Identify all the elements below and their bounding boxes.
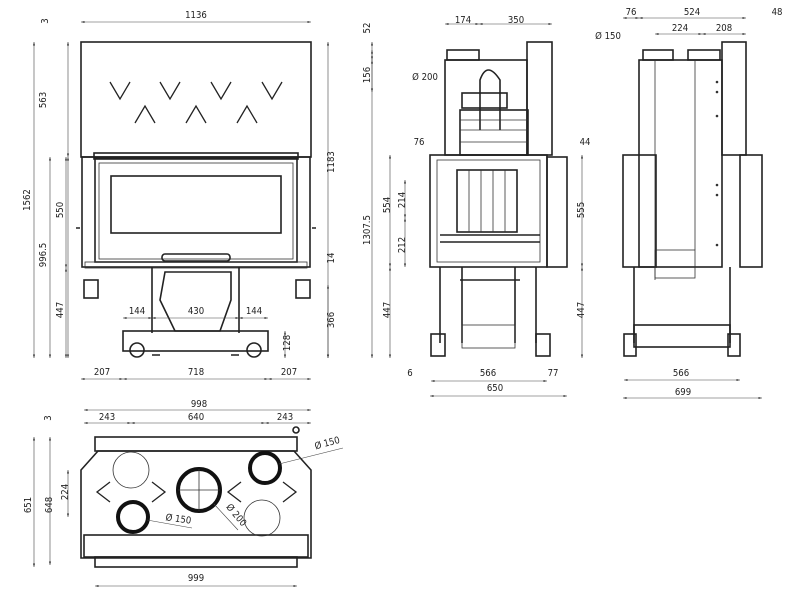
dim-top-depth-inner: 648 <box>44 497 55 513</box>
dim-front-top-gap: 3 <box>40 18 51 23</box>
dim-lower-split: 212 <box>397 237 408 253</box>
dim-side-base: 447 <box>382 302 393 318</box>
dim-front-height: 1562 <box>22 189 33 211</box>
dim-bottom-width: 999 <box>188 573 204 584</box>
dim-top-right: 243 <box>277 412 293 423</box>
dim-front-width: 1136 <box>185 10 207 21</box>
dim-base-left: 144 <box>129 306 145 317</box>
side-view-labels: 52 156 1307.5 554 214 212 447 174 350 Ø … <box>362 15 590 394</box>
front-view <box>76 41 316 358</box>
dim-back-offset: 44 <box>580 137 591 148</box>
dim-right-base: 447 <box>576 302 587 318</box>
dim-door-height: 550 <box>55 202 66 218</box>
dim-base-height: 128 <box>282 335 293 351</box>
top-view <box>80 426 344 568</box>
dim-door-top: 996.5 <box>38 243 49 267</box>
dim-right-height: 555 <box>576 202 587 218</box>
dim-hood-height: 563 <box>38 92 49 108</box>
dim-flue-to-back: 350 <box>508 15 524 26</box>
dim-step: 14 <box>326 253 337 264</box>
dim-duct-span: 224 <box>672 23 688 34</box>
dim-base-mid: 430 <box>188 306 204 317</box>
dim-base-to-door: 447 <box>55 302 66 318</box>
dim-duct-diameter: Ø 150 <box>595 31 621 42</box>
dim-bottom-mid: 718 <box>188 367 204 378</box>
dim-base-right: 144 <box>246 306 262 317</box>
dim-back-left: 76 <box>626 7 637 18</box>
dim-leg-height: 366 <box>326 312 337 328</box>
duct-opening <box>112 451 150 489</box>
hood-vents <box>109 81 283 124</box>
dim-left-gap: 6 <box>407 368 412 379</box>
dim-duct-left-diameter: Ø 150 <box>165 512 192 526</box>
dim-duct-spacing: 224 <box>60 484 71 500</box>
dim-flue-offset: 174 <box>455 15 471 26</box>
dim-top-gap: 3 <box>43 415 54 420</box>
dim-upper-split: 214 <box>397 192 408 208</box>
dim-top-width: 998 <box>191 399 207 410</box>
dimension-lines <box>32 16 762 588</box>
dim-top-depth: 651 <box>23 497 34 513</box>
dim-back-width: 699 <box>675 387 691 398</box>
dim-top-cap: 52 <box>362 23 373 34</box>
door-handle <box>161 253 231 262</box>
dim-top-flue-diameter: Ø 200 <box>223 502 248 529</box>
side-view <box>429 41 568 357</box>
duct-opening <box>243 499 281 537</box>
dim-top-left: 243 <box>99 412 115 423</box>
duct-opening <box>116 500 150 534</box>
dim-depth-total: 650 <box>487 383 503 394</box>
back-view-labels: 76 524 48 224 208 Ø 150 566 699 <box>595 7 782 398</box>
dim-back-right: 48 <box>772 7 783 18</box>
front-view-labels: 1136 3 563 1562 550 996.5 447 1183 14 36… <box>22 10 337 378</box>
duct-opening <box>248 451 282 485</box>
dim-flue-diameter: Ø 200 <box>412 72 438 83</box>
back-view <box>622 41 763 357</box>
dim-firebox-height: 554 <box>382 197 393 213</box>
dim-bottom-right: 207 <box>281 367 297 378</box>
dim-feet-span: 566 <box>480 368 496 379</box>
dim-right-gap: 77 <box>548 368 559 379</box>
dim-bottom-left: 207 <box>94 367 110 378</box>
dim-side-height: 1183 <box>326 151 337 173</box>
dim-back-feet: 566 <box>673 368 689 379</box>
dim-top-center: 640 <box>188 412 204 423</box>
dim-duct-right: 208 <box>716 23 732 34</box>
dim-collar: 156 <box>362 67 373 83</box>
dim-side-total: 1307.5 <box>362 215 373 245</box>
door-glass <box>110 175 282 234</box>
dim-front-offset: 76 <box>414 137 425 148</box>
dim-back-mid: 524 <box>684 7 700 18</box>
